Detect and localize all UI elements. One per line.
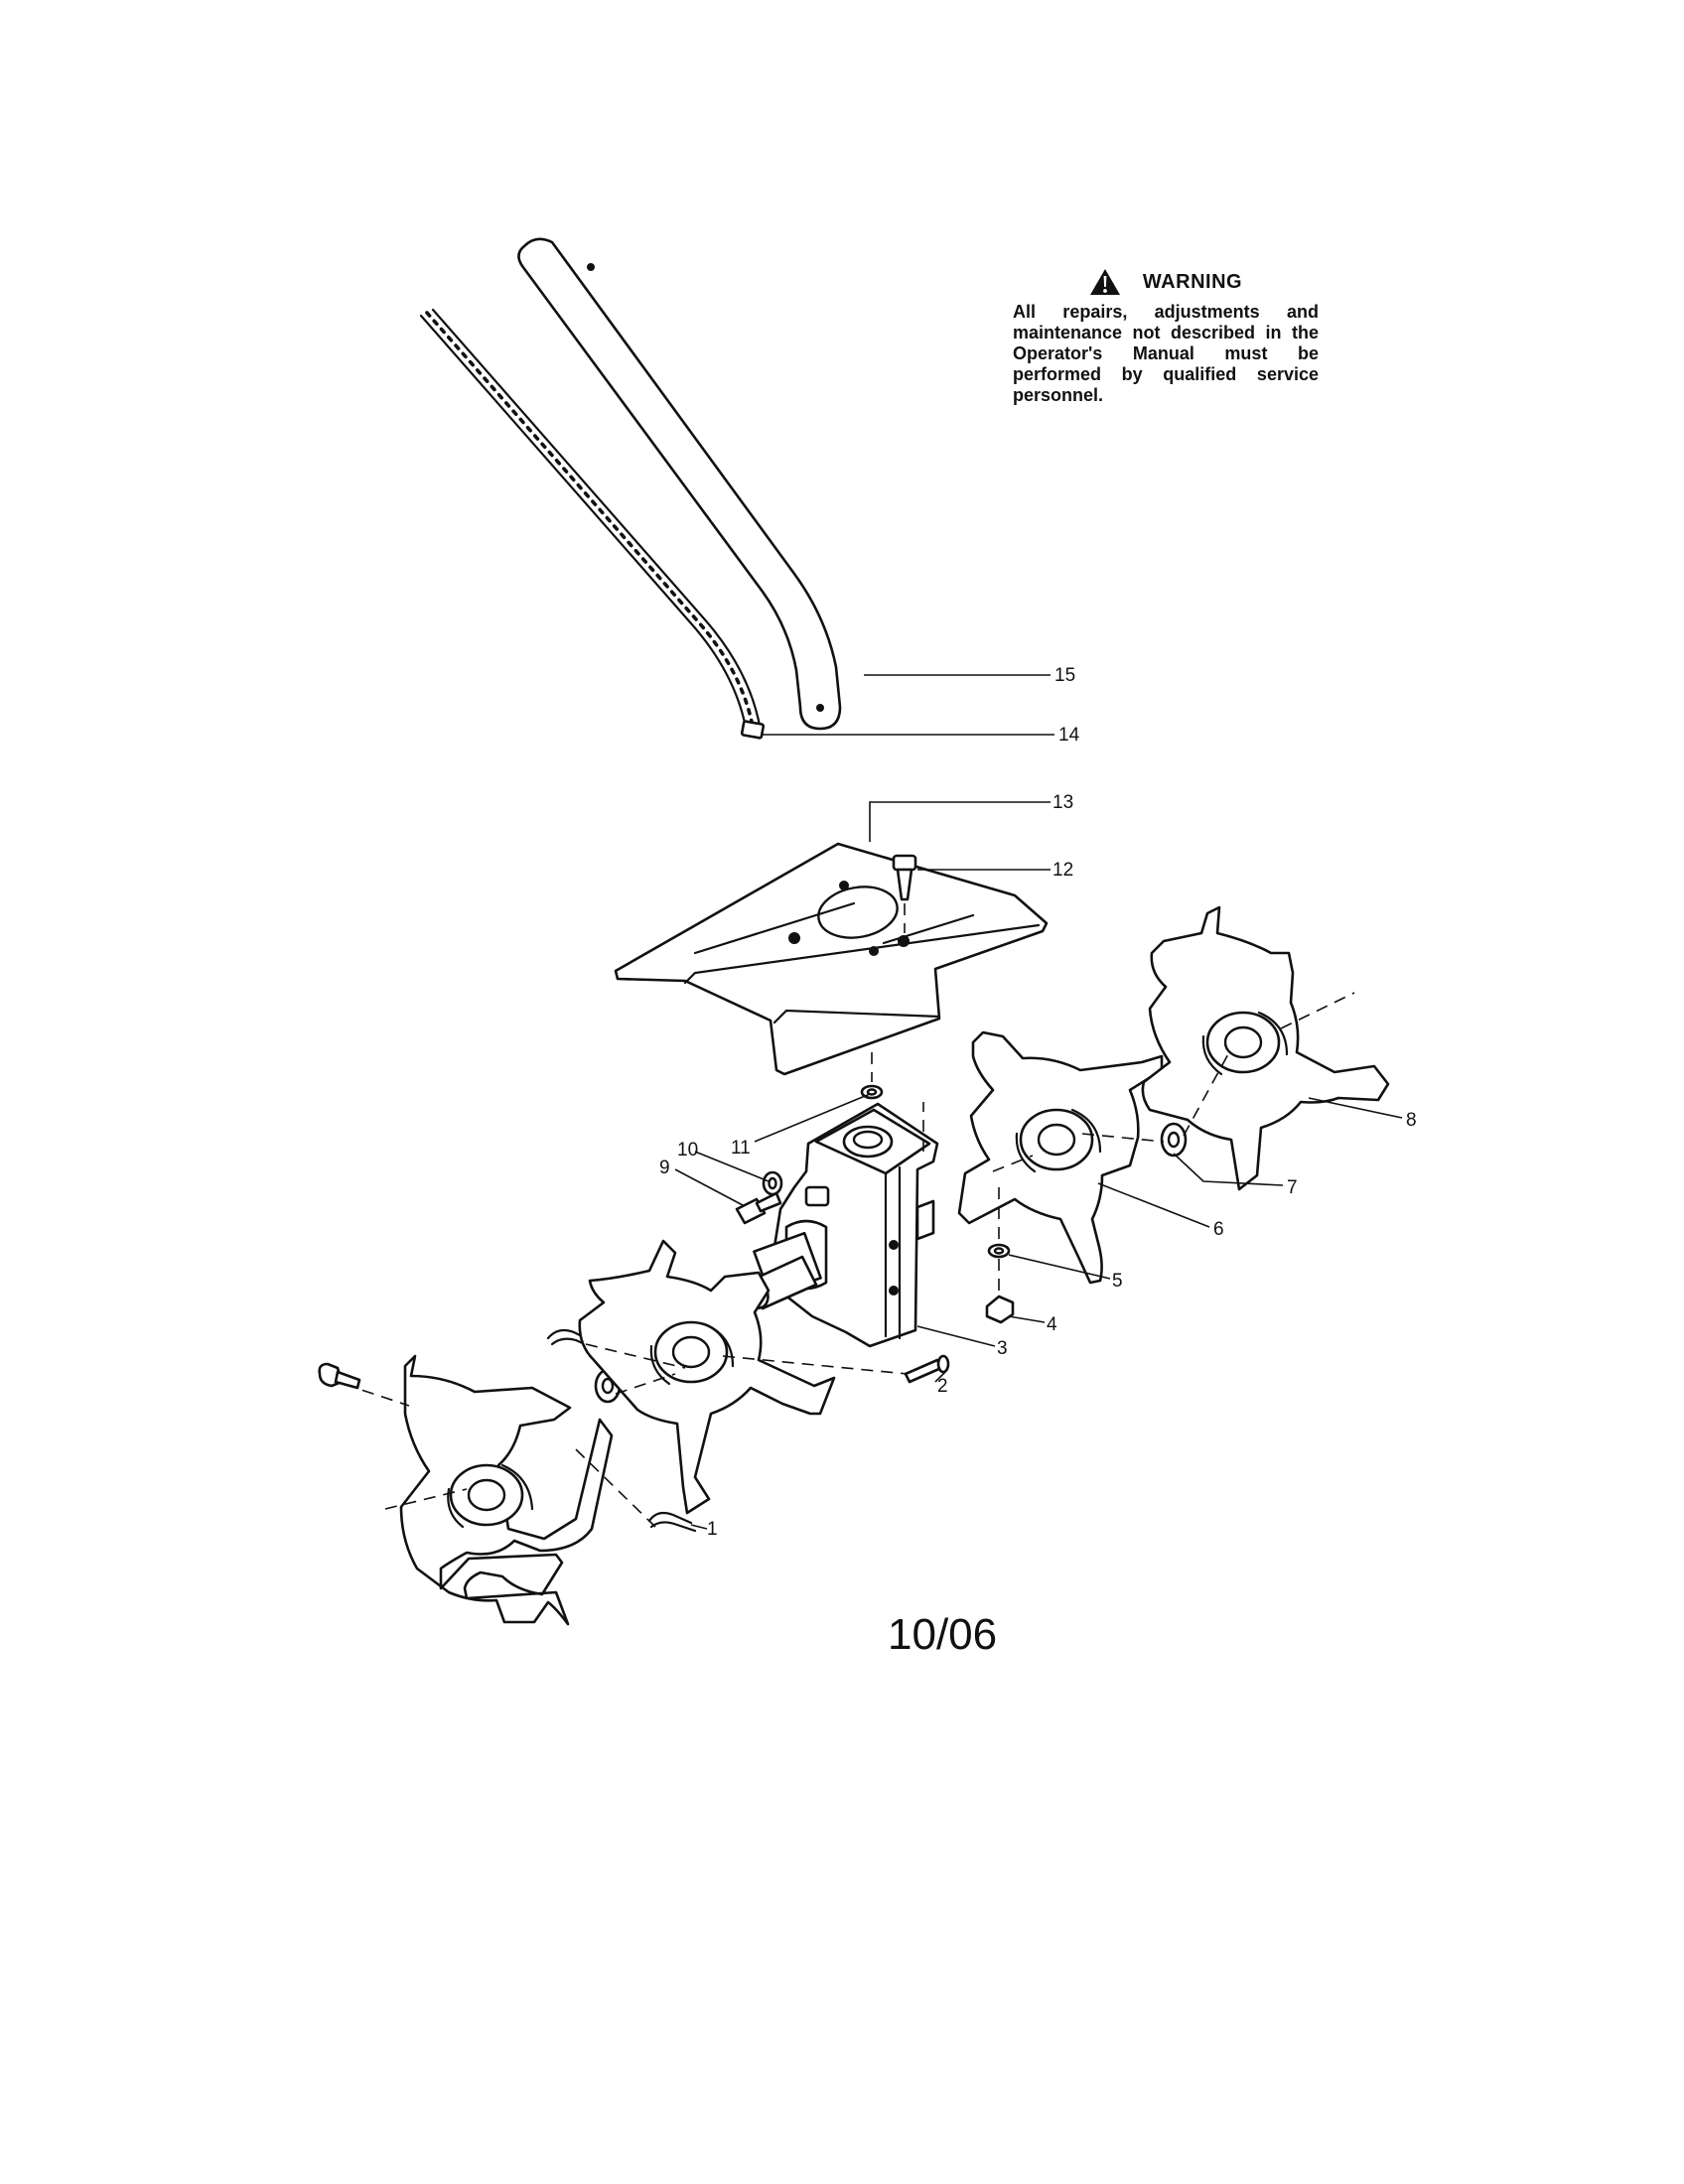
callout-2: 2 [937,1376,948,1397]
leader-lines [674,674,1403,1530]
part-11-washer [860,1052,884,1100]
callout-9: 9 [659,1158,670,1178]
warning-header: WARNING [1013,268,1319,296]
callout-6: 6 [1213,1219,1224,1240]
part-12-shield-bolt [892,854,917,933]
warning-title: WARNING [1142,270,1243,293]
callout-12: 12 [1052,860,1073,881]
tine-inner-right [957,1030,1164,1285]
warning-box: WARNING All repairs, adjustments and mai… [1013,268,1319,406]
part-7-washer [1160,1122,1188,1158]
part-left-bolt [318,1362,361,1390]
callout-8: 8 [1406,1110,1417,1131]
assembly-lines [343,992,1355,1528]
part-4-nut [985,1295,1015,1324]
callout-15: 15 [1054,665,1075,686]
callout-14: 14 [1058,725,1080,746]
callout-11: 11 [731,1138,751,1159]
part-3-transmission [744,1102,939,1348]
part-10-lock-washer [762,1170,783,1196]
callout-3: 3 [997,1338,1008,1359]
part-2-clevis-pin [904,1354,950,1384]
part-13-tine-shield [614,842,1049,1076]
callout-13: 13 [1052,792,1073,813]
part-14-flex-cable [419,308,766,740]
callout-1: 1 [707,1519,718,1540]
callout-labels: 15 14 13 12 11 10 9 1 2 3 4 5 6 7 8 [659,665,1417,1540]
warning-text: All repairs, adjustments and maintenance… [1013,302,1319,405]
part-9-screw [735,1191,782,1225]
callout-10: 10 [677,1140,698,1160]
part-15-drive-tube [517,237,842,731]
callout-7: 7 [1287,1177,1298,1198]
callout-4: 4 [1047,1314,1057,1335]
revision-date: 10/06 [888,1610,998,1659]
tine-inner-left [578,1239,836,1515]
tine-outer-left [399,1354,614,1626]
warning-triangle-icon [1089,269,1120,295]
callout-5: 5 [1112,1271,1123,1292]
tine-outer-right [1141,905,1390,1191]
part-5-washer [987,1243,1011,1259]
